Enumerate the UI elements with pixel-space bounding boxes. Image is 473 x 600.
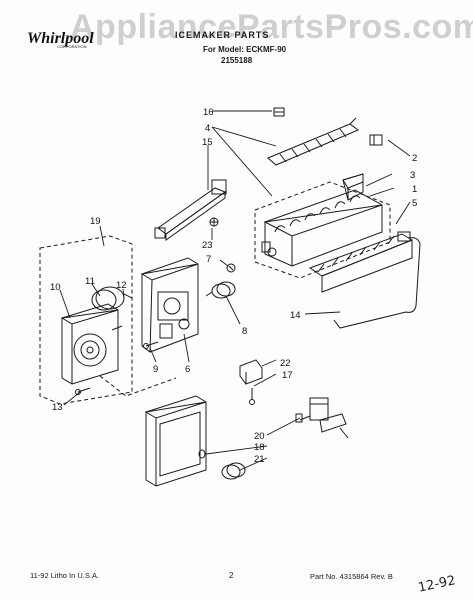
control-housing — [140, 257, 199, 353]
callout-18: 18 — [254, 442, 265, 453]
footer-litho: 11-92 Litho In U.S.A. — [30, 571, 100, 580]
callout-6: 6 — [185, 364, 190, 375]
shutoff-arm — [333, 237, 421, 329]
plug-part — [198, 449, 206, 459]
small-part-7 — [226, 263, 236, 273]
front-cover — [144, 395, 207, 487]
callout-20: 20 — [254, 431, 265, 442]
model-label: For Model: ECKMF-90 — [203, 45, 287, 54]
callout-15: 15 — [202, 137, 213, 148]
callout-10: 10 — [50, 282, 61, 293]
callout-3: 3 — [410, 170, 415, 181]
screw-9 — [143, 341, 159, 349]
callout-2: 2 — [412, 153, 417, 164]
ejector-assembly — [267, 117, 359, 166]
page-title: ICEMAKER PARTS — [175, 30, 270, 40]
screw-17 — [249, 388, 255, 405]
part-22 — [239, 359, 263, 385]
logo-sub: CORPORATION — [57, 44, 87, 49]
callout-8: 8 — [242, 326, 247, 337]
callout-21: 21 — [254, 454, 265, 465]
mold-assembly — [254, 181, 391, 279]
callout-22: 22 — [280, 358, 291, 369]
callout-13: 13 — [52, 402, 63, 413]
motor-assembly — [39, 235, 133, 405]
water-valve — [295, 397, 349, 439]
footer-part-number: Part No. 4315864 Rev. B — [310, 572, 393, 581]
logo-text: Whirlpool — [27, 30, 94, 47]
callout-9: 9 — [153, 364, 158, 375]
bearing-part — [369, 134, 383, 146]
brand-logo: Whirlpool CORPORATION — [27, 24, 94, 49]
callout-7: 7 — [206, 254, 211, 265]
clip-part — [273, 107, 285, 117]
fill-cup — [342, 173, 364, 201]
watermark: AppliancePartsPros.com — [70, 8, 473, 46]
screw-13 — [75, 387, 91, 395]
callout-1: 1 — [412, 184, 417, 195]
callout-19: 19 — [90, 216, 101, 227]
knob-part — [221, 462, 246, 480]
thermostat-part — [205, 281, 236, 299]
callout-11: 11 — [85, 276, 95, 287]
callout-23: 23 — [202, 240, 213, 251]
stripper-part — [308, 231, 414, 293]
callout-4: 4 — [205, 123, 210, 134]
callout-5: 5 — [412, 198, 417, 209]
callout-16: 16 — [203, 107, 214, 118]
callout-12: 12 — [116, 280, 127, 291]
screw-23 — [209, 217, 219, 227]
callout-14: 14 — [290, 310, 301, 321]
diagram-part-number: 2155188 — [221, 56, 253, 65]
callout-labels: 16 4 15 2 3 1 5 19 23 7 10 11 12 14 8 9 … — [50, 107, 417, 465]
dashed-leader — [99, 375, 177, 397]
fill-tube-bracket — [154, 179, 227, 241]
callout-17: 17 — [282, 370, 293, 381]
leader-lines — [59, 110, 411, 471]
footer-page-number: 2 — [229, 571, 234, 580]
